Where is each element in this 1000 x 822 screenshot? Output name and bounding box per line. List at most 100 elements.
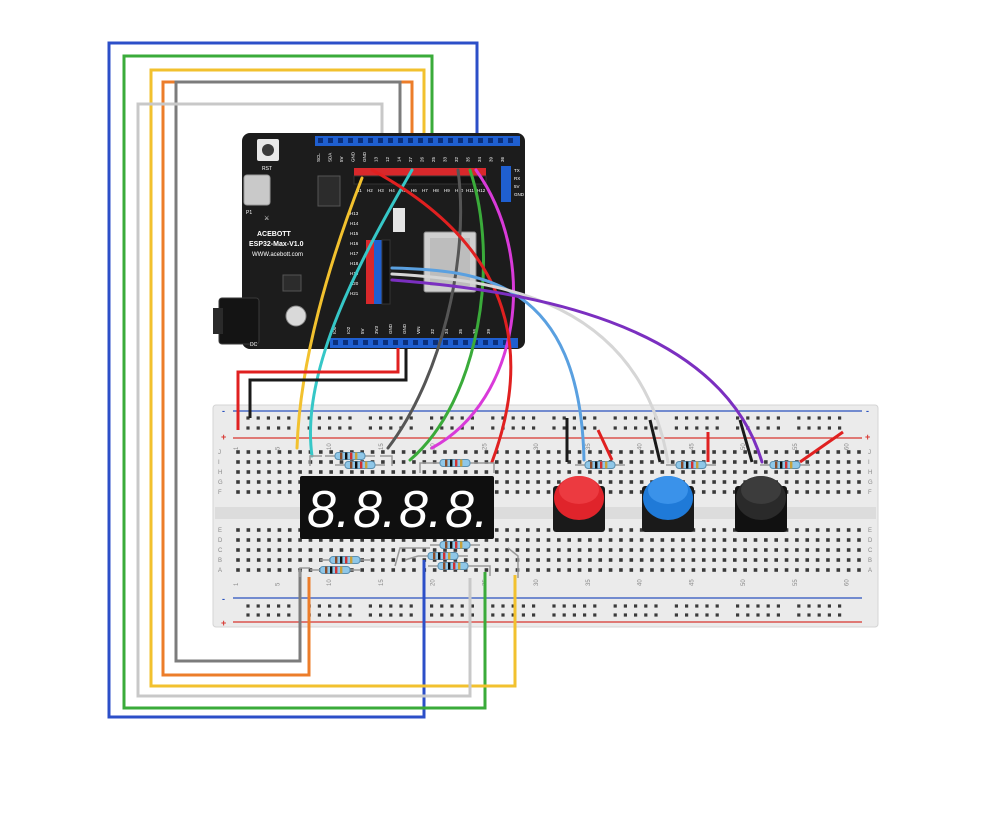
row-letter: A	[868, 568, 872, 574]
display-digit-3: 8.	[399, 481, 442, 539]
hole	[463, 568, 468, 572]
rail-hole	[266, 613, 270, 617]
resistor-band	[590, 461, 593, 469]
rail-hole	[756, 416, 760, 420]
hole	[401, 470, 406, 474]
pin-label: H3	[378, 188, 384, 193]
hole	[774, 548, 778, 552]
rail-hole	[572, 426, 576, 430]
hole	[743, 470, 747, 474]
left-header-red	[366, 240, 374, 304]
hole	[412, 558, 416, 562]
push-button-blue	[642, 476, 694, 532]
hole	[246, 460, 251, 464]
row-letter: B	[868, 558, 872, 564]
hole	[753, 558, 758, 562]
rail-hole	[695, 416, 699, 420]
wire-purple	[390, 278, 764, 464]
display-digit-4: 8.	[445, 481, 488, 539]
display-digit-2: 8.	[353, 481, 396, 539]
rail-hole	[562, 426, 566, 430]
pin-label: IO0	[332, 326, 337, 334]
hole	[588, 470, 592, 474]
rail-hole	[552, 416, 556, 420]
hole	[463, 558, 468, 562]
column-number: 15	[379, 579, 385, 586]
hole	[670, 558, 675, 562]
button-cap-top	[648, 476, 688, 504]
board-brand-logo: ⚔	[264, 215, 269, 222]
wire-lightgrey	[136, 102, 472, 698]
rail-hole	[409, 604, 413, 608]
hole	[795, 450, 799, 454]
row-letter: H	[218, 470, 222, 476]
rail-hole	[736, 613, 740, 617]
hole	[577, 548, 582, 552]
hole	[681, 548, 685, 552]
hole	[339, 470, 344, 474]
hole	[515, 450, 520, 454]
hole	[536, 548, 540, 552]
hole	[339, 548, 344, 552]
hole	[857, 490, 861, 494]
rail-hole	[307, 416, 311, 420]
pin-label: H7	[422, 188, 428, 193]
hole	[784, 558, 789, 562]
hole	[329, 548, 333, 552]
hole	[774, 568, 778, 572]
hole	[298, 460, 302, 464]
row-letter: E	[218, 528, 222, 534]
hole	[857, 568, 861, 572]
rail-hole	[277, 613, 281, 617]
rail-hole	[756, 613, 760, 617]
header-pin	[398, 138, 403, 143]
rail-minus-label-bottom: -	[222, 594, 225, 604]
pin-label: 5V	[514, 184, 520, 189]
top-header-pins	[318, 138, 513, 143]
hole	[774, 470, 778, 474]
rail-plus-label-right: +	[865, 432, 870, 442]
hole	[691, 470, 696, 474]
hole	[526, 568, 530, 572]
hole	[733, 490, 737, 494]
mid-header-red	[354, 168, 486, 176]
rail-plus-label-bottom: +	[221, 618, 226, 628]
header-pin	[403, 340, 408, 345]
hole	[805, 460, 810, 464]
hole	[536, 490, 540, 494]
hole	[505, 528, 509, 532]
hole	[256, 568, 261, 572]
hole	[701, 480, 706, 484]
hole	[608, 490, 613, 494]
rail-hole	[389, 613, 393, 617]
rail-hole	[674, 604, 678, 608]
header-pin	[368, 138, 373, 143]
rail-hole	[776, 604, 780, 608]
hole	[805, 490, 810, 494]
rail-hole	[715, 416, 719, 420]
hole	[536, 558, 540, 562]
rail-hole	[756, 426, 760, 430]
hole	[557, 558, 561, 562]
hole	[846, 460, 851, 464]
hole	[308, 548, 313, 552]
header-pin	[483, 340, 488, 345]
board-brand: ACEBOTT	[257, 231, 292, 238]
hole	[246, 558, 251, 562]
resistor-band	[325, 566, 328, 574]
wire-white	[390, 272, 670, 464]
resistor-band	[595, 461, 598, 469]
rail-hole	[532, 416, 536, 420]
rail-hole	[328, 426, 332, 430]
hole	[422, 548, 427, 552]
hole	[432, 538, 437, 542]
header-pin	[423, 340, 428, 345]
hole	[805, 548, 810, 552]
rail-hole	[328, 613, 332, 617]
rail-hole	[705, 604, 709, 608]
rail-hole	[501, 613, 505, 617]
pin-label: 3V3	[374, 325, 379, 334]
rail-hole	[674, 613, 678, 617]
hole	[753, 548, 758, 552]
